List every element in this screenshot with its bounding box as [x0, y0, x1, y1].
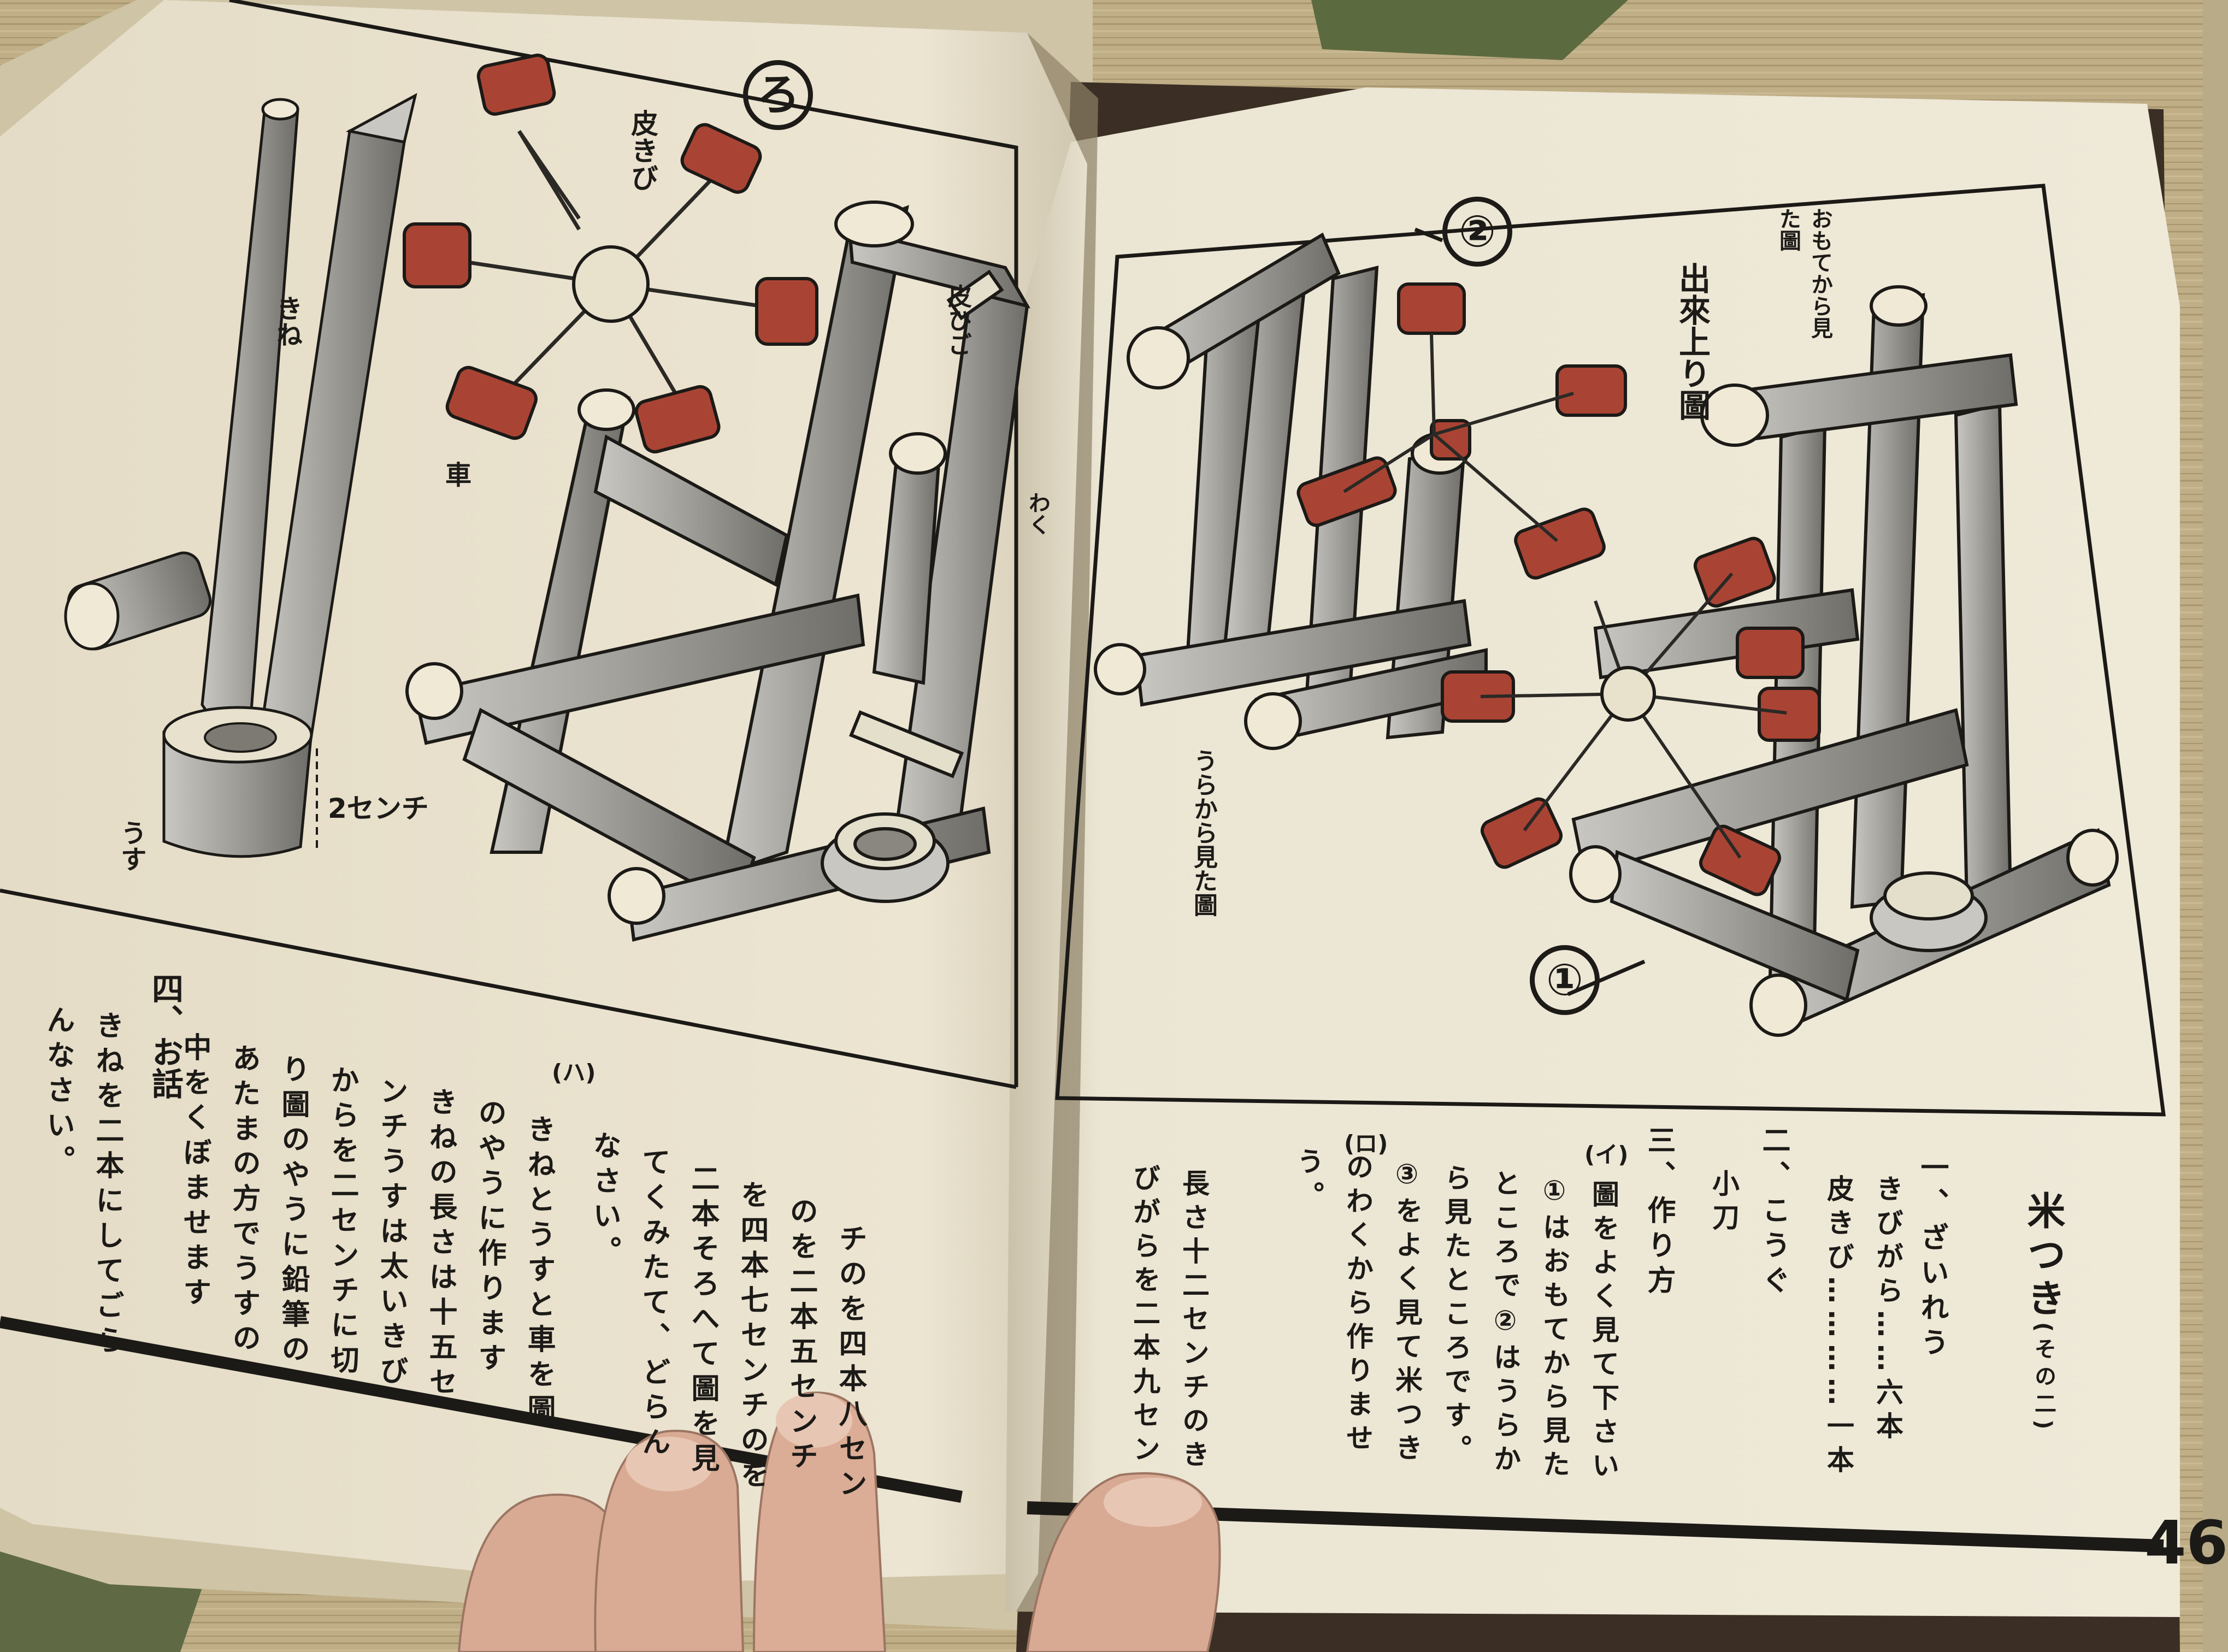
label-kawakibi: 皮きび [627, 109, 658, 191]
figure-number-ro: ろ [743, 60, 813, 130]
left-col-3: を四本七センチのを [735, 1180, 768, 1495]
section-i-line-5: ③をよく見て米つき [1391, 1158, 1423, 1467]
section-ha: (ハ) [552, 1059, 596, 1086]
section-i-line-6: のわくから作りませ [1342, 1153, 1374, 1458]
section-i-line-4: ら見たところです。 [1440, 1164, 1472, 1468]
back-view-illustration [1094, 232, 1627, 750]
section-ro: (ロ) [1344, 1130, 1388, 1157]
caption-finished: 出來上り圖 [1673, 262, 1711, 421]
section-four-line-1: きねを二本にしてごら [91, 1011, 123, 1360]
label-waku: わく [1025, 492, 1050, 535]
section-ro-line-1: 長さ十二センチのき [1178, 1169, 1210, 1474]
label-kawahimo: 皮ひご [944, 284, 971, 356]
tools-item: 小刀 [1708, 1169, 1740, 1237]
section-four-line-2: んなさい。 [42, 1005, 74, 1180]
caption-back-view: うらから見た圖 [1189, 748, 1217, 917]
left-col-11: からを二センチに切 [326, 1065, 358, 1380]
section-i-line-7: う。 [1293, 1147, 1324, 1215]
label-kuruma: 車 [445, 460, 472, 491]
left-figure-frame [229, 0, 1018, 1087]
left-col-2: のを二本五センチ [785, 1196, 817, 1476]
left-col-5: てくみたて、どらん [637, 1147, 670, 1462]
section-i-line-1: 圖をよく見て下さい [1588, 1180, 1619, 1485]
material-1: きびがら……六本 [1872, 1175, 1903, 1446]
label-two-cm: 2センチ [328, 793, 429, 824]
caption-front-view: おもてから見た圖 [1776, 208, 1832, 339]
label-usu: うす [116, 819, 146, 872]
page-number: 46 [2144, 1508, 2228, 1578]
left-col-10: ンチうすは太いきび [375, 1076, 408, 1391]
waku-illustration [405, 200, 1031, 942]
section-i-line-3: ところで②はうらか [1489, 1169, 1521, 1478]
material-2: 皮きび…………一本 [1823, 1175, 1854, 1479]
title-main: 米つき [2021, 1191, 2066, 1322]
left-col-8: のやうに作ります [473, 1098, 506, 1378]
front-view-illustration [1414, 227, 2119, 1037]
left-col-14: 中をくぼませます [178, 1032, 211, 1312]
tools-heading: 二、こうぐ [1757, 1125, 1790, 1300]
title-sub: (その二) [2031, 1322, 2056, 1435]
figure-number-one: ① [1530, 945, 1600, 1015]
left-col-4: 二本そろへて圖を見 [686, 1164, 719, 1478]
label-kine: きね [272, 295, 302, 347]
section-ro-line-2: びがらを二本九セン [1129, 1164, 1160, 1468]
left-col-1: チのを四本八セン [834, 1224, 867, 1503]
left-col-12: り圖のやうに鉛筆の [276, 1054, 309, 1369]
left-col-7: きねとうすと車を圖 [522, 1114, 555, 1429]
section-i-line-2: ①はおもてから見た [1539, 1175, 1570, 1484]
method-heading: 三、作り方 [1642, 1125, 1675, 1300]
figure-number-two: ② [1442, 197, 1512, 267]
section-four-title: 四、お話 [146, 972, 184, 1099]
hand [457, 1391, 1221, 1652]
left-col-13: あたまの方でうすの [227, 1043, 260, 1358]
left-col-9: きねの長さは十五セ [424, 1087, 457, 1402]
kine-illustration [64, 93, 417, 858]
left-col-6: なさい。 [588, 1131, 621, 1271]
right-bottom-rule [1027, 1501, 2164, 1553]
materials-heading: 一、ざいれう [1915, 1153, 1948, 1362]
page-title: 米つき(その二) [2016, 1191, 2071, 1435]
right-figure-frame [1055, 184, 2166, 1117]
section-i: (イ) [1584, 1141, 1629, 1168]
kuruma-illustration [403, 54, 818, 453]
